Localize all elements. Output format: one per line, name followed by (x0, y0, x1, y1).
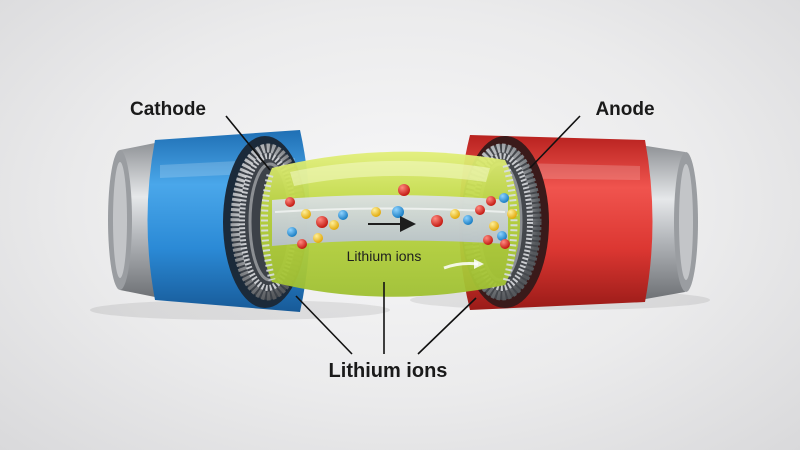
cathode-callout-line (225, 115, 271, 171)
ion-red (297, 239, 307, 249)
separator-channel (272, 195, 508, 246)
anode-callout-line (529, 115, 581, 169)
lithium-ion-particles (285, 184, 517, 249)
ion-red (431, 215, 443, 227)
anode-label: Anode (595, 99, 654, 120)
ion-blue (392, 206, 404, 218)
callout-lines (225, 115, 581, 355)
ion-callout-line-right (417, 297, 477, 355)
ion-red (398, 184, 410, 196)
ion-yellow (507, 209, 517, 219)
ion-yellow (489, 221, 499, 231)
inner-ions-label: Lithium ions (347, 248, 422, 264)
ion-red (316, 216, 328, 228)
ion-red (500, 239, 510, 249)
bottom-ions-label: Lithium ions (329, 360, 448, 382)
ion-red (475, 205, 485, 215)
ion-blue (463, 215, 473, 225)
ion-yellow (371, 207, 381, 217)
ion-blue (338, 210, 348, 220)
ion-yellow (329, 220, 339, 230)
ion-blue (497, 231, 507, 241)
ion-yellow (313, 233, 323, 243)
ion-red (486, 196, 496, 206)
ion-red (483, 235, 493, 245)
ion-blue (499, 193, 509, 203)
ion-yellow (301, 209, 311, 219)
ion-red (285, 197, 295, 207)
ion-yellow (450, 209, 460, 219)
cathode-label: Cathode (130, 99, 206, 120)
ion-blue (287, 227, 297, 237)
ion-callout-line-left (295, 295, 353, 355)
